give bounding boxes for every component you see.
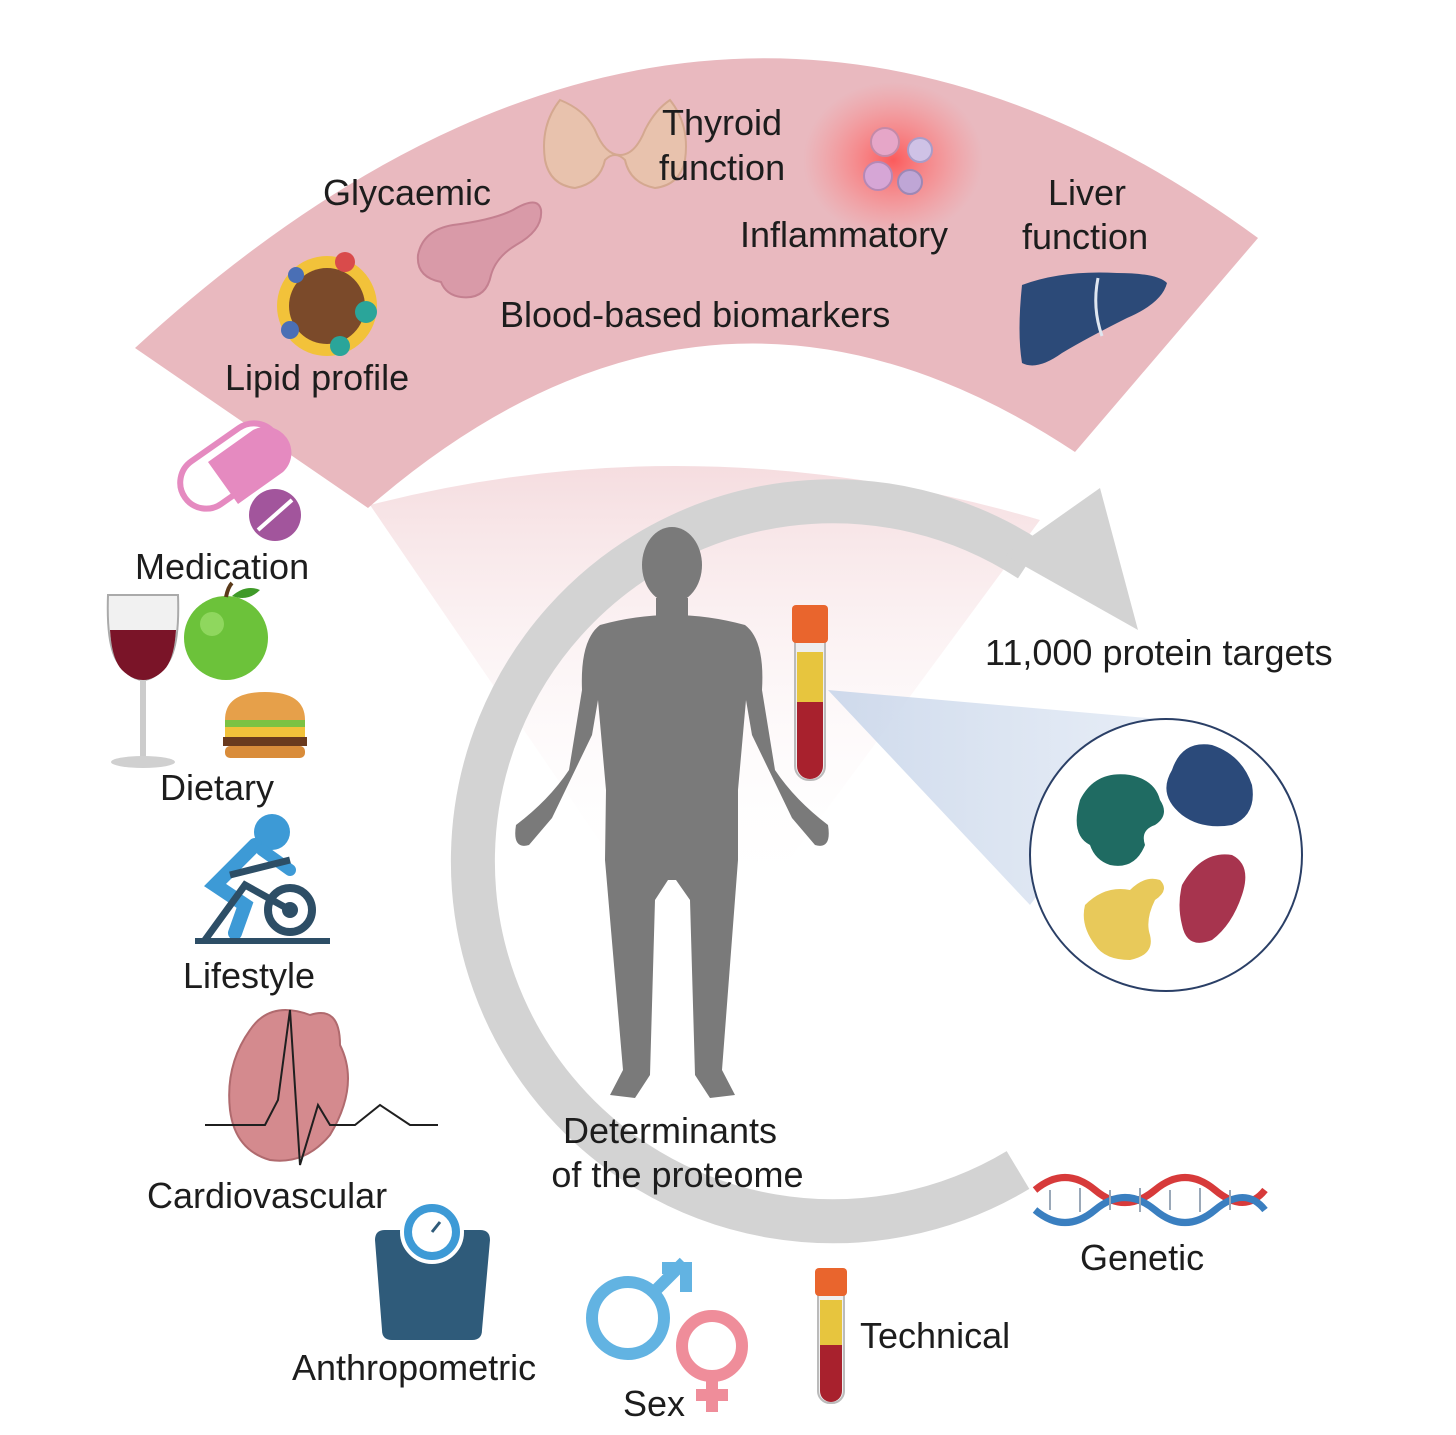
protein-yellow <box>1083 878 1164 960</box>
center-label-line1: Determinants <box>562 1110 778 1151</box>
apple-icon <box>184 581 268 680</box>
lifestyle-label: Lifestyle <box>183 955 316 996</box>
sex-label: Sex <box>623 1383 686 1424</box>
genetic-label: Genetic <box>1080 1237 1205 1278</box>
liver-label-line2: function <box>1022 216 1149 257</box>
dna-icon <box>1032 1174 1268 1226</box>
protein-targets-label: 11,000 protein targets <box>985 632 1333 673</box>
protein-circle <box>1029 718 1303 992</box>
technical-tube-icon <box>815 1268 847 1404</box>
anthropometric-label: Anthropometric <box>292 1347 537 1388</box>
center-label-line2: of the proteome <box>551 1154 804 1195</box>
immune-cells-icon <box>863 127 933 195</box>
thyroid-label-line1: Thyroid <box>662 102 783 143</box>
female-symbol-icon <box>676 1310 748 1412</box>
lipoprotein-icon <box>277 252 377 356</box>
medication-label: Medication <box>135 546 310 587</box>
dietary-label: Dietary <box>160 767 275 808</box>
human-figure-icon <box>515 527 829 1098</box>
liver-label-line1: Liver <box>1048 172 1127 213</box>
wine-glass-icon <box>106 594 180 768</box>
inflammation-glow <box>803 82 983 238</box>
cycle-arrow-ring <box>450 479 1043 1244</box>
protein-red <box>1179 854 1246 943</box>
pancreas-icon <box>416 201 543 299</box>
cycle-arrow-head <box>1005 488 1138 630</box>
pill-icon <box>177 420 301 541</box>
liver-icon <box>1019 272 1167 366</box>
protein-navy <box>1166 744 1253 827</box>
zoom-beam <box>828 690 1170 905</box>
protein-teal <box>1076 774 1164 866</box>
technical-label: Technical <box>860 1315 1011 1356</box>
thyroid-icon <box>543 98 687 190</box>
inflammatory-label: Inflammatory <box>740 214 949 255</box>
blood-biomarkers-title: Blood-based biomarkers <box>500 294 891 335</box>
heart-icon <box>205 1009 438 1166</box>
glycaemic-label: Glycaemic <box>323 172 492 213</box>
cardiovascular-label: Cardiovascular <box>147 1175 388 1216</box>
blood-tube-icon <box>792 605 828 781</box>
exercise-bike-icon <box>195 814 330 944</box>
lipid-label: Lipid profile <box>225 357 410 398</box>
male-symbol-icon <box>586 1257 692 1360</box>
burger-icon <box>223 692 307 758</box>
scale-icon <box>375 1200 490 1340</box>
thyroid-label-line2: function <box>659 147 786 188</box>
